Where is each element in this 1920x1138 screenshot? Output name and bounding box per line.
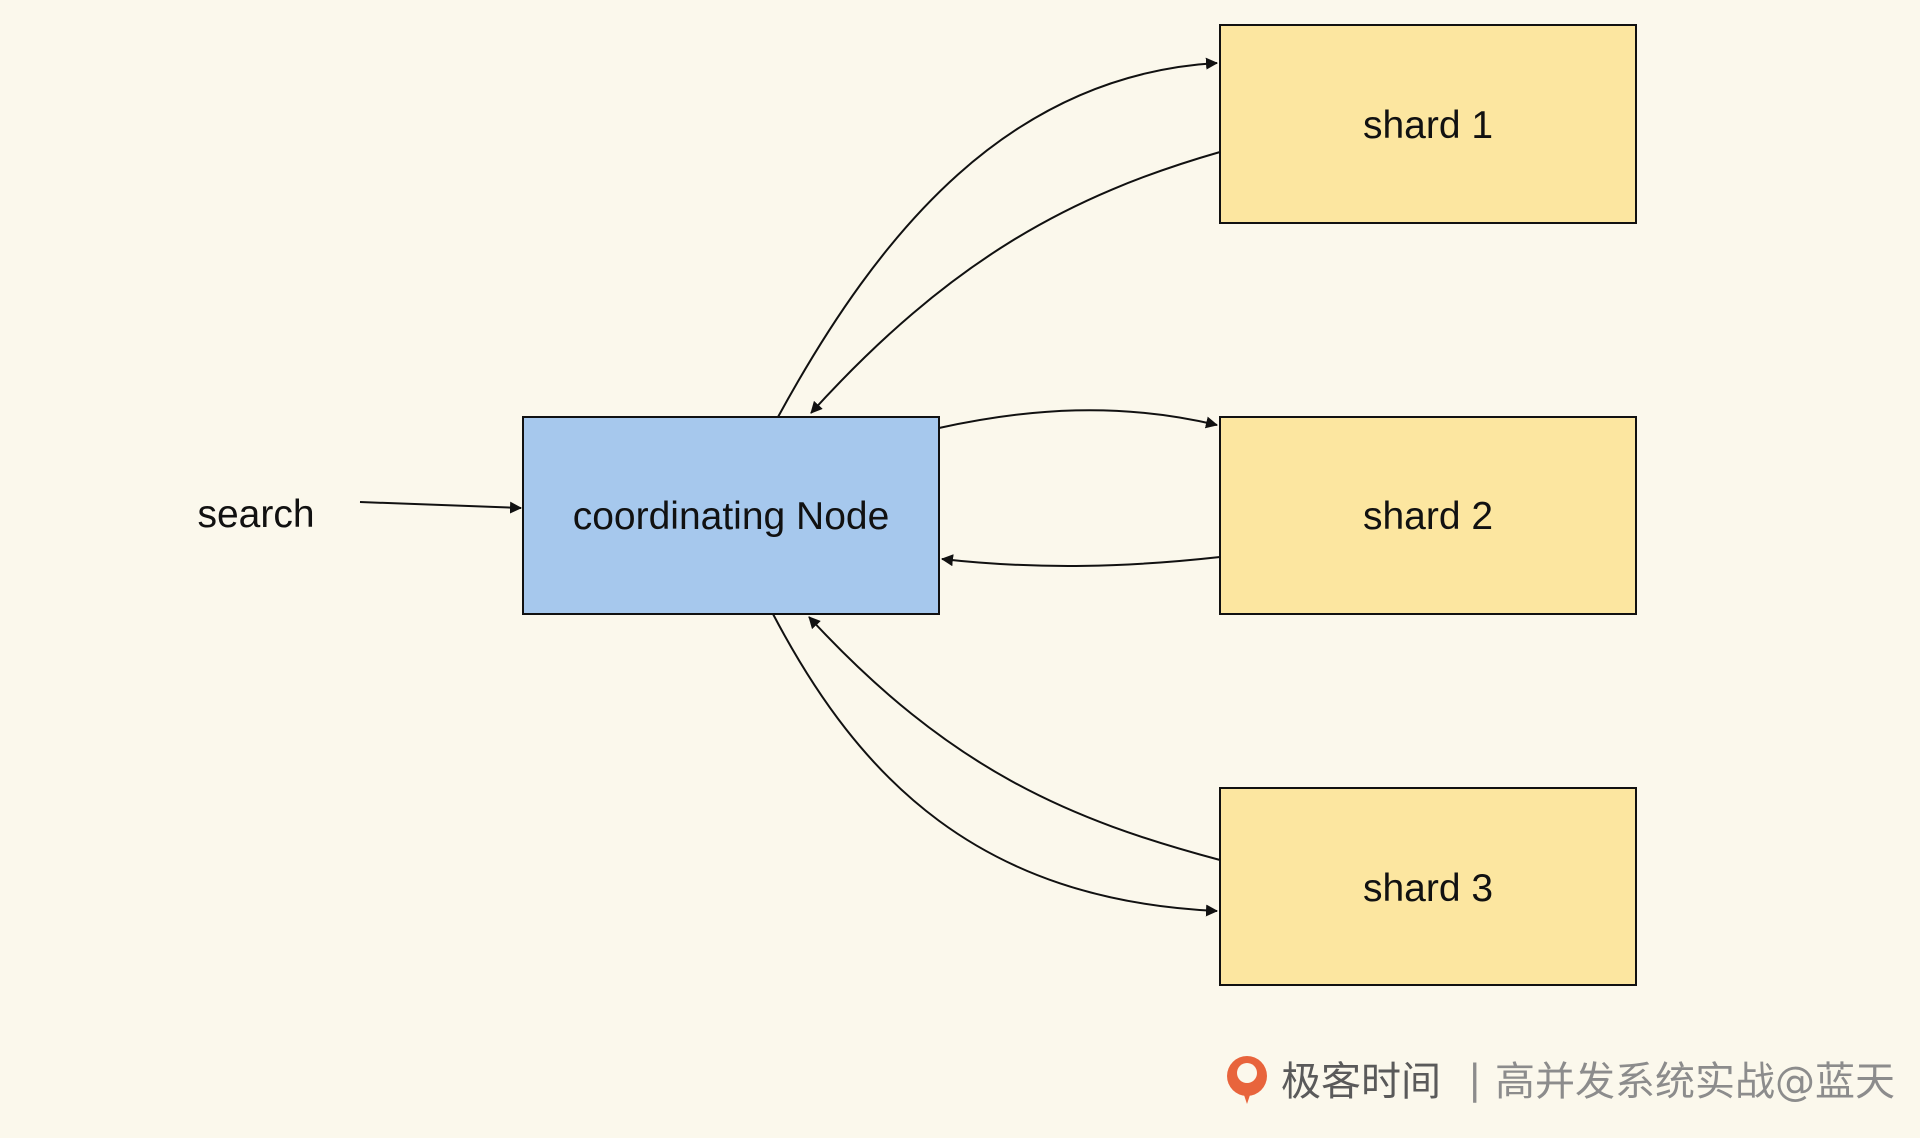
shard-2: shard 2 xyxy=(1219,416,1637,615)
shard-3-box xyxy=(1219,787,1637,986)
request-arrow-shard-3 xyxy=(772,613,1218,917)
watermark-brand: 极客时间 xyxy=(1281,1059,1441,1105)
response-arrow-shard-3 xyxy=(808,616,1221,861)
coordinating-node-box xyxy=(522,416,940,615)
shard-1: shard 1 xyxy=(1219,24,1637,224)
response-arrow-shard-2 xyxy=(941,554,1221,567)
search-arrow xyxy=(359,501,522,514)
response-arrow-shard-1 xyxy=(810,151,1221,414)
request-arrow-shard-1 xyxy=(777,57,1218,418)
search-label: search xyxy=(197,493,314,536)
shard-1-label: shard 1 xyxy=(1363,104,1493,147)
shard-2-label: shard 2 xyxy=(1363,495,1493,538)
coordinating-node-label: coordinating Node xyxy=(573,495,890,538)
shard-2-box xyxy=(1219,416,1637,615)
request-arrow-shard-2 xyxy=(938,409,1218,429)
shard-3-label: shard 3 xyxy=(1363,867,1493,910)
watermark-separator: | xyxy=(1468,1057,1481,1103)
watermark: 极客时间 | 高并发系统实战@蓝天 xyxy=(1227,1056,1895,1105)
shard-3: shard 3 xyxy=(1219,787,1637,986)
watermark-text: 高并发系统实战@蓝天 xyxy=(1495,1059,1895,1105)
coordinating-node: coordinating Node xyxy=(522,416,940,615)
shard-1-box xyxy=(1219,24,1637,224)
logo-icon xyxy=(1227,1056,1267,1104)
